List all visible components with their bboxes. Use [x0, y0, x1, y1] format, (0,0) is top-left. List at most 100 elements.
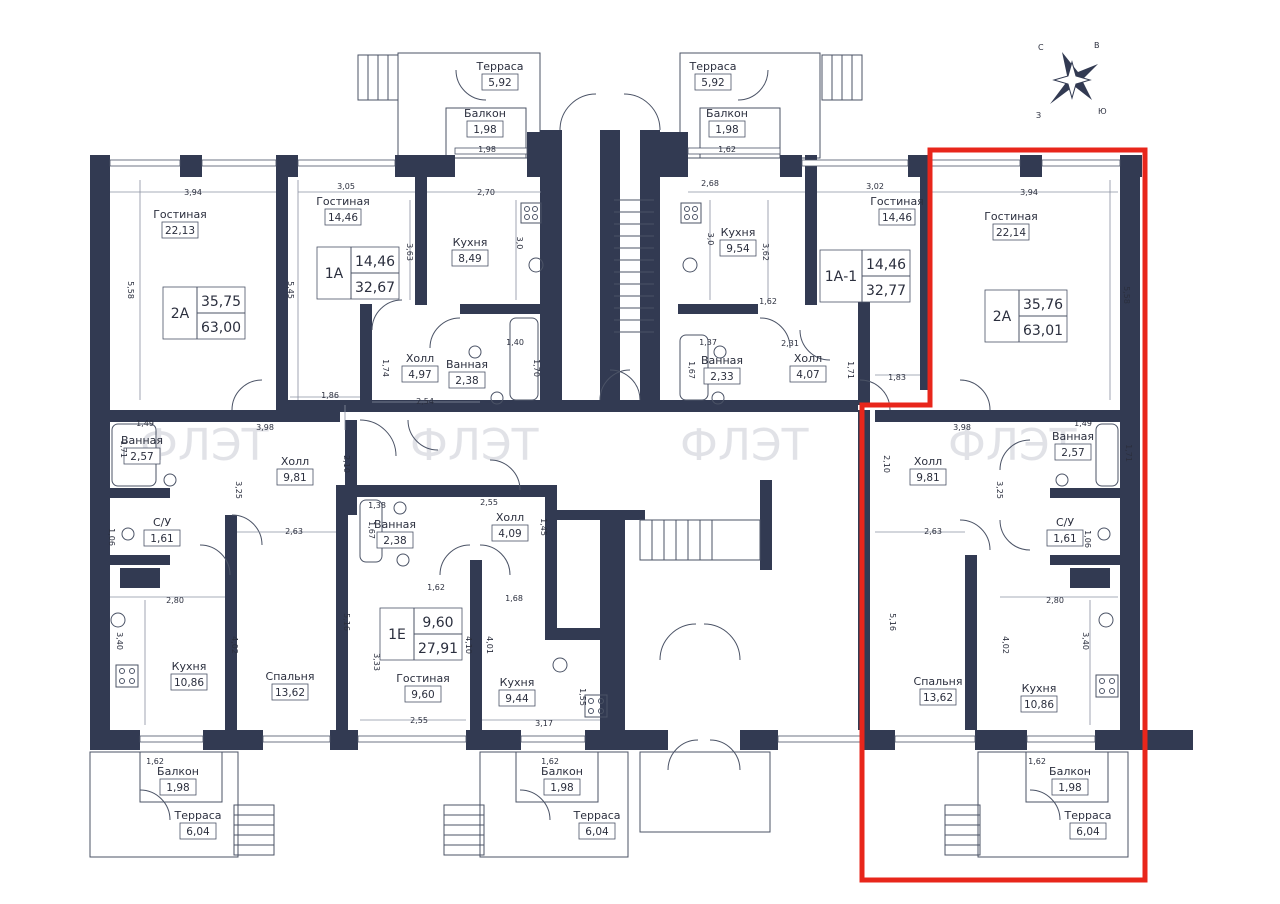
room-area-box — [1051, 778, 1089, 796]
room-area: 10,86 — [174, 677, 204, 689]
room-area-box — [1046, 529, 1084, 547]
room-s1: С/У1,61 — [143, 516, 181, 547]
room-area: 22,13 — [165, 225, 195, 237]
room-area: 2,57 — [130, 451, 153, 463]
dimension-label: 1,38 — [368, 501, 386, 510]
dimension-label: 3,98 — [953, 423, 971, 432]
dimension-label: 3,40 — [1081, 632, 1090, 650]
compass-west: З — [1036, 111, 1041, 120]
room-area-box — [276, 468, 314, 486]
room-name: Ванная — [121, 434, 163, 447]
compass-north: С — [1038, 43, 1044, 52]
room-area: 9,81 — [916, 472, 939, 484]
dimension-label: 2,63 — [285, 527, 303, 536]
room-area-box — [271, 683, 309, 701]
room-name: Холл — [406, 352, 434, 365]
room-area-box — [878, 208, 916, 226]
room-name: Терраса — [1064, 809, 1112, 822]
room-area-box — [143, 529, 181, 547]
dimension-label: 2,10 — [882, 455, 891, 473]
room-name: Ванная — [374, 518, 416, 531]
selected-apartment-outline — [859, 147, 1148, 883]
fixtures — [110, 202, 1119, 718]
apartment-living-area: 9,60 — [422, 615, 453, 631]
dimension-label: 5,16 — [888, 613, 897, 631]
room-area: 6,04 — [585, 826, 609, 838]
room-area: 9,60 — [411, 689, 434, 701]
room-area-box — [161, 221, 199, 239]
room-area-box — [179, 822, 217, 840]
room-area: 10,86 — [1024, 699, 1054, 711]
dimension-label: 4,01 — [485, 636, 494, 654]
apartment-type: 1А-1 — [825, 269, 857, 285]
room-area-box — [708, 120, 746, 138]
dimension-label: 3,94 — [184, 188, 202, 197]
room-k1: Кухня 8,49 — [451, 236, 489, 267]
compass-south: Ю — [1098, 107, 1107, 116]
room-area-box — [170, 673, 208, 691]
room-name: Ванная — [1052, 430, 1094, 443]
room-area-box — [401, 365, 439, 383]
dimension-label: 1,62 — [427, 583, 445, 592]
dimension-label: 2,31 — [781, 339, 799, 348]
dimension-label: 2,55 — [410, 716, 428, 725]
room-name: С/У — [1056, 516, 1074, 529]
dimension-label: 1,49 — [1074, 419, 1092, 428]
dimension-label: 1,62 — [1028, 757, 1046, 766]
room-area: 8,49 — [458, 253, 481, 265]
room-s2: С/У1,61 — [1046, 516, 1084, 547]
room-area: 4,07 — [796, 369, 819, 381]
apartment-total-area: 63,00 — [201, 320, 241, 336]
dimension-label: 3,02 — [866, 182, 884, 191]
room-name: Кухня — [453, 236, 488, 249]
room-name: Гостиная — [984, 210, 1038, 223]
dimension-label: 1,45 — [539, 518, 548, 536]
room-name: Гостиная — [153, 208, 207, 221]
apartment-badges: 2А35,7563,001А14,4632,671А-114,4632,772А… — [162, 246, 1068, 661]
room-v2: Ванная 2,33 — [701, 354, 743, 385]
apartment-type: 1Е — [388, 627, 406, 643]
dimension-label: 3,94 — [1020, 188, 1038, 197]
apartment-total-area: 32,77 — [866, 283, 906, 299]
room-area: 2,33 — [710, 371, 733, 383]
room-area: 9,54 — [726, 243, 750, 255]
room-area: 14,46 — [882, 212, 912, 224]
dimension-label: 3,98 — [256, 423, 274, 432]
room-area: 2,38 — [455, 375, 478, 387]
dimension-label: 3,05 — [337, 182, 355, 191]
room-name: Ванная — [701, 354, 743, 367]
dimension-label: 1,62 — [759, 297, 777, 306]
room-area: 2,57 — [1061, 447, 1084, 459]
room-area: 5,92 — [488, 77, 511, 89]
room-name: Гостиная — [870, 195, 924, 208]
room-area: 14,46 — [328, 212, 358, 224]
dimension-label: 1,06 — [1083, 530, 1092, 548]
dimension-label: 1,62 — [541, 757, 559, 766]
room-name: Терраса — [689, 60, 737, 73]
room-name: Балкон — [157, 765, 199, 778]
dimension-label: 1,70 — [532, 359, 541, 377]
dimension-label: 3,25 — [234, 481, 243, 499]
dimension-label: 4,10 — [464, 636, 473, 654]
dimension-label: 5,45 — [286, 281, 295, 299]
dimension-label: 2,10 — [342, 455, 351, 473]
room-name: Кухня — [500, 676, 535, 689]
room-name: Балкон — [464, 107, 506, 120]
dimension-label: 1,71 — [1124, 444, 1133, 462]
apartment-living-area: 14,46 — [355, 254, 395, 270]
room-name: Спальня — [266, 670, 315, 683]
room-labels: Терраса5,92Балкон1,98Терраса5,92Балкон1,… — [121, 60, 1112, 840]
dimension-label: 5,58 — [126, 281, 135, 299]
